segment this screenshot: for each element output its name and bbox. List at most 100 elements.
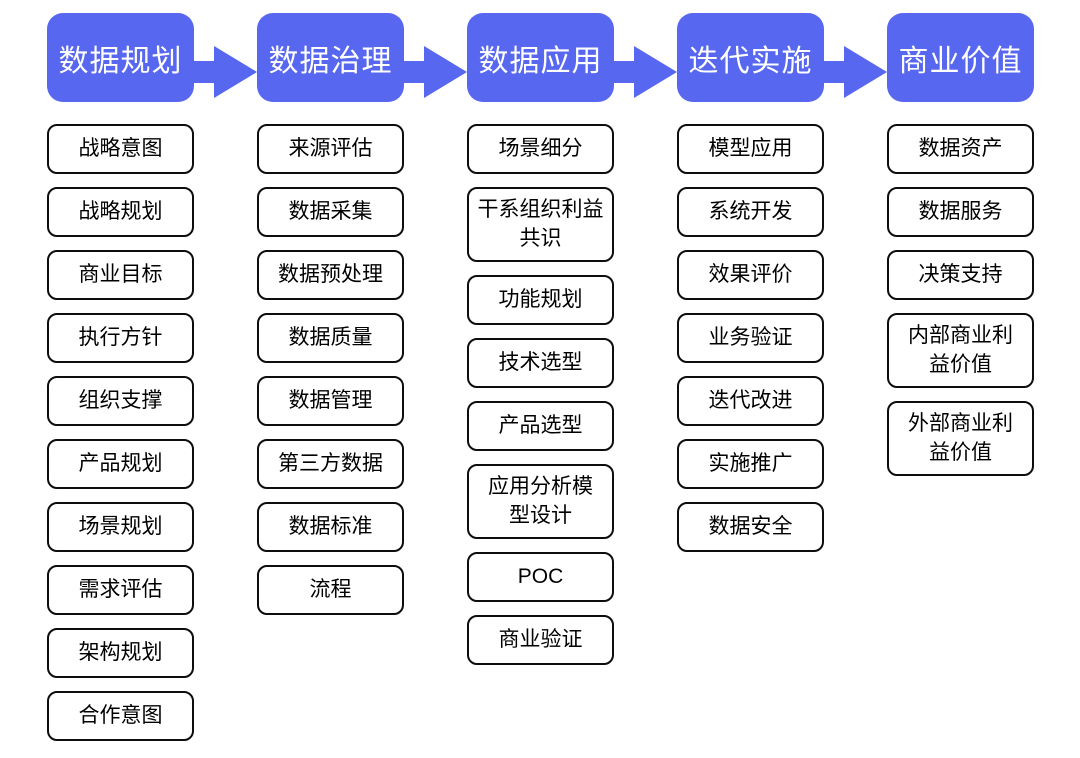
stage-header: 数据应用 — [467, 13, 677, 102]
stage-item: 实施推广 — [677, 439, 824, 489]
stage-item: 数据标准 — [257, 502, 404, 552]
stage-item-label: POC — [517, 564, 564, 588]
stage-item: 第三方数据 — [257, 439, 404, 489]
stage-item-label: 战略规划 — [78, 200, 163, 224]
arrow-right-icon — [824, 46, 887, 98]
stage-item: POC — [467, 551, 614, 602]
stage-item-label: 系统开发 — [708, 200, 793, 224]
stage-item: 数据安全 — [677, 502, 824, 552]
stage-items: 模型应用系统开发效果评价业务验证迭代改进实施推广数据安全 — [677, 124, 824, 552]
stage-item: 技术选型 — [467, 337, 614, 388]
stage-item: 需求评估 — [47, 565, 194, 615]
stage-item-label: 内部商业利 益价值 — [908, 324, 1013, 377]
stage-item-label: 实施推广 — [708, 452, 793, 476]
stage-item-label: 决策支持 — [918, 263, 1003, 287]
stage-item: 业务验证 — [677, 313, 824, 363]
stage-header: 商业价值 — [887, 13, 1034, 102]
stage-item-label: 产品选型 — [498, 414, 583, 438]
stage-item: 架构规划 — [47, 628, 194, 678]
stage-item: 组织支撑 — [47, 376, 194, 426]
stage-item-label: 数据资产 — [918, 137, 1003, 161]
stage-item: 功能规划 — [467, 274, 614, 325]
stage-item-label: 数据采集 — [288, 200, 373, 224]
stage-item-label: 数据服务 — [918, 200, 1003, 224]
stage-item-label: 外部商业利 益价值 — [908, 411, 1013, 465]
stage-title: 迭代实施 — [688, 44, 813, 78]
stage-item: 执行方针 — [47, 313, 194, 363]
stage-item: 场景细分 — [467, 124, 614, 174]
stage-column: 数据规划 战略意图战略规划商业目标执行方针组织支撑产品规划场景规划需求评估架构规… — [47, 13, 257, 741]
stage-items: 来源评估数据采集数据预处理数据质量数据管理第三方数据数据标准流程 — [257, 124, 404, 615]
stage-item: 来源评估 — [257, 124, 404, 174]
arrow-right-icon — [194, 46, 257, 98]
stage-item: 效果评价 — [677, 250, 824, 300]
stage-title: 数据应用 — [478, 44, 603, 78]
stage-item: 迭代改进 — [677, 376, 824, 426]
stage-item-label: 干系组织利益 共识 — [477, 198, 604, 251]
stage-item: 模型应用 — [677, 124, 824, 174]
stage-item-label: 模型应用 — [708, 137, 793, 161]
stage-item-label: 商业目标 — [78, 263, 163, 287]
stage-column: 迭代实施 模型应用系统开发效果评价业务验证迭代改进实施推广数据安全 — [677, 13, 887, 741]
stage-item: 战略规划 — [47, 187, 194, 237]
stage-item: 数据预处理 — [257, 250, 404, 300]
stage-item-label: 场景规划 — [78, 515, 163, 539]
arrow-right-icon — [404, 46, 467, 98]
stage-item-label: 场景细分 — [498, 137, 583, 161]
arrow-right-icon — [614, 46, 677, 98]
arrow-stem — [824, 61, 844, 83]
stage-items: 战略意图战略规划商业目标执行方针组织支撑产品规划场景规划需求评估架构规划合作意图 — [47, 124, 194, 741]
stage-header: 数据规划 — [47, 13, 257, 102]
arrow-stem — [404, 61, 424, 83]
stage-item-label: 产品规划 — [78, 452, 163, 476]
stage-item-label: 数据管理 — [288, 389, 373, 413]
stage-item-label: 应用分析模 型设计 — [488, 474, 593, 528]
stage-item-label: 执行方针 — [78, 326, 163, 350]
stage-column: 数据应用 场景细分干系组织利益 共识功能规划技术选型产品选型应用分析模 型设计 P… — [467, 13, 677, 741]
stage-item-label: 组织支撑 — [78, 389, 163, 413]
stage-item-label: 来源评估 — [288, 137, 373, 161]
stage-item-label: 战略意图 — [78, 137, 163, 161]
stage-item-label: 数据质量 — [288, 326, 373, 350]
arrow-stem — [614, 61, 634, 83]
arrow-head — [844, 46, 887, 98]
stage-item: 产品选型 — [467, 400, 614, 451]
stage-item: 合作意图 — [47, 691, 194, 741]
stage-item: 干系组织利益 共识 — [467, 187, 614, 262]
stage-item: 决策支持 — [887, 250, 1034, 300]
stage-item: 商业目标 — [47, 250, 194, 300]
stage-title: 数据治理 — [268, 44, 393, 78]
stages-container: 数据规划 战略意图战略规划商业目标执行方针组织支撑产品规划场景规划需求评估架构规… — [47, 13, 1034, 741]
stage-column: 数据治理 来源评估数据采集数据预处理数据质量数据管理第三方数据数据标准流程 — [257, 13, 467, 741]
stage-item: 数据采集 — [257, 187, 404, 237]
stage-item-label: 商业验证 — [498, 627, 583, 651]
stage-item: 数据质量 — [257, 313, 404, 363]
stage-item-label: 流程 — [309, 578, 352, 602]
arrow-head — [634, 46, 677, 98]
stage-item: 流程 — [257, 565, 404, 615]
stage-items: 场景细分干系组织利益 共识功能规划技术选型产品选型应用分析模 型设计 POC 商业验… — [467, 124, 614, 665]
stage-item: 系统开发 — [677, 187, 824, 237]
stage-item-label: 数据标准 — [288, 515, 373, 539]
stage-item: 商业验证 — [467, 614, 614, 665]
arrow-head — [214, 46, 257, 98]
stage-item: 场景规划 — [47, 502, 194, 552]
stage-item: 外部商业利 益价值 — [887, 400, 1034, 476]
stage-item: 内部商业利 益价值 — [887, 313, 1034, 388]
stage-column: 商业价值 数据资产数据服务决策支持内部商业利 益价值外部商业利 益价值 — [887, 13, 1034, 741]
stage-item-label: 合作意图 — [78, 704, 163, 728]
stage-item-label: 技术选型 — [498, 351, 583, 375]
stage-item-label: 架构规划 — [78, 641, 163, 665]
stage-header: 数据治理 — [257, 13, 467, 102]
stage-item: 战略意图 — [47, 124, 194, 174]
stage-item-label: 迭代改进 — [708, 389, 793, 413]
stage-item-label: 效果评价 — [708, 263, 793, 287]
stage-title: 数据规划 — [58, 44, 183, 78]
stage-item-label: 数据安全 — [708, 515, 793, 539]
stage-item: 数据服务 — [887, 187, 1034, 237]
arrow-head — [424, 46, 467, 98]
stage-item: 应用分析模 型设计 — [467, 463, 614, 539]
stage-item-label: 需求评估 — [78, 578, 163, 602]
arrow-stem — [194, 61, 214, 83]
stage-item-label: 数据预处理 — [278, 263, 383, 287]
